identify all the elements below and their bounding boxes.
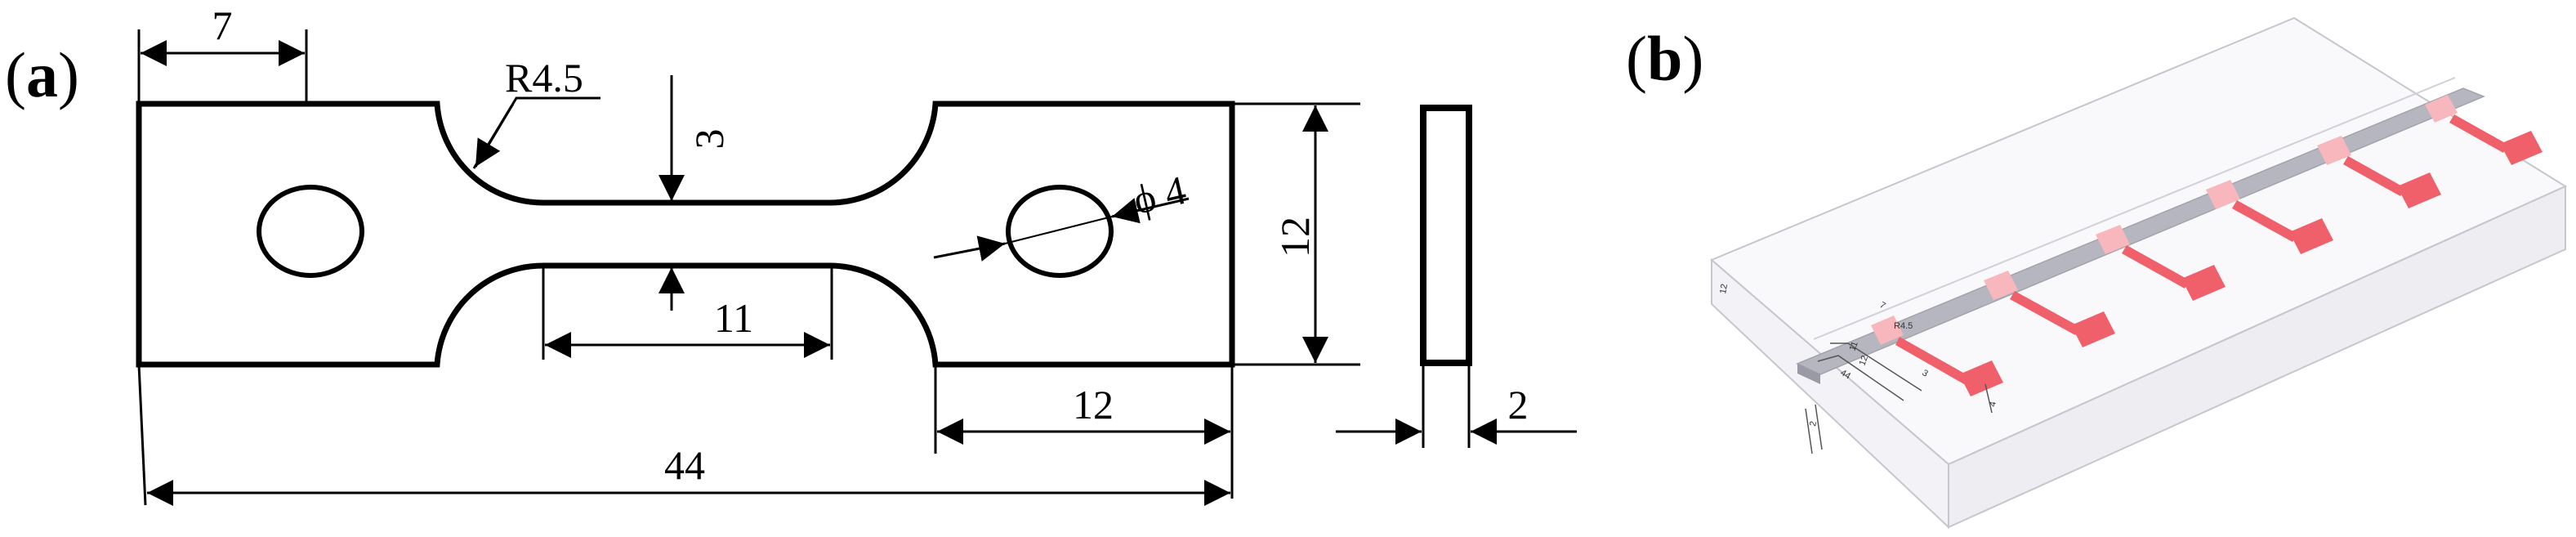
left-hole [257,185,364,278]
b-dim-g: 4 [1988,401,1998,407]
b-dim-e: 44 [1839,368,1853,382]
dim-tab-width: 7 [137,2,308,104]
dim-hole-diameter: ϕ 4 [933,167,1190,262]
b-dim-f: 2 [1808,420,1819,427]
transparent-box [1710,16,2568,530]
panel-b: (b) [1626,16,2568,530]
specimen-2 [1984,271,2115,347]
panel-b-annotations: R4.5 11 12 3 7 44 2 4 12 [1718,283,1998,454]
specimen-4 [2206,180,2333,254]
specimen-row [1871,95,2543,396]
dim-hole-diameter-label: ϕ 4 [1129,167,1190,223]
dim-side-thickness-label: 2 [1508,382,1529,427]
dim-total-width: 12 [1232,102,1360,366]
specimen-1 [1871,315,2003,396]
specimen-6 [2425,95,2543,165]
right-hole [1006,185,1114,278]
dim-grip-length-label: 12 [1073,382,1114,427]
b-dim-a: 11 [1848,340,1860,352]
inner-plate [1796,77,2485,384]
panel-a-label: (a) [5,39,79,110]
specimen-5 [2317,136,2441,208]
b-dim-d: 7 [1878,300,1887,311]
dim-grip-length: 12 [934,365,1234,499]
panel-a: (a) 7 R4.5 3 [5,2,1577,506]
dim-total-width-label: 12 [1272,217,1318,257]
b-dim-c: 3 [1921,368,1930,378]
dim-side-thickness: 2 [1336,363,1577,448]
dim-radius-label: R4.5 [505,55,583,101]
dim-radius: R4.5 [472,55,600,169]
dim-total-length: 44 [137,364,1230,506]
specimen-outline [136,101,1235,368]
dim-total-length-label: 44 [664,442,705,488]
side-view [1420,105,1472,366]
dim-gauge-length: 11 [542,266,833,360]
dim-gauge-thickness: 3 [659,75,732,311]
dim-gauge-thickness-label: 3 [686,129,732,150]
b-dim-b: 12 [1858,354,1870,367]
b-radius-label: R4.5 [1894,321,1913,331]
b-dim-h: 12 [1718,283,1730,294]
panel-b-label: (b) [1626,23,1703,94]
dim-gauge-length-label: 11 [714,295,753,341]
specimen-3 [2096,225,2226,301]
dim-tab-width-label: 7 [212,2,233,48]
